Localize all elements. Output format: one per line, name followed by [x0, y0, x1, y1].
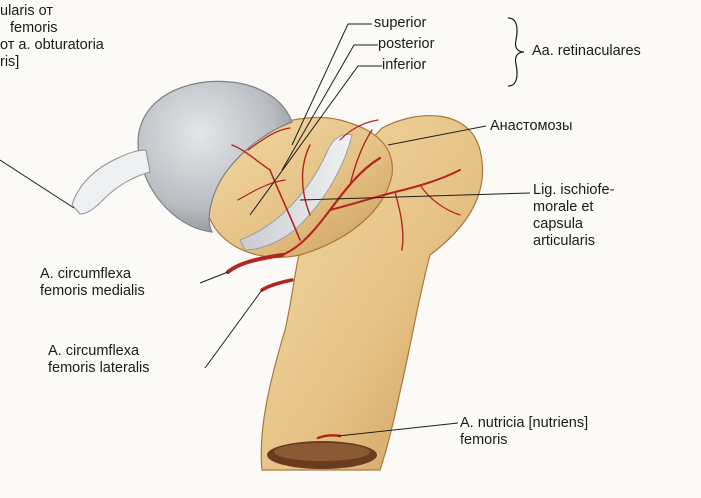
label-line: ris] [0, 54, 104, 71]
label-superior: superior [374, 15, 426, 32]
label-anastomoses: Анастомозы [490, 118, 572, 135]
label-line: articularis [533, 233, 614, 250]
label-line: ularis от [0, 3, 104, 20]
brace [508, 18, 524, 86]
ligamentum-capitis [72, 150, 150, 214]
label-obturatoria-branch: ularis от femoris от a. obturatoria ris] [0, 3, 104, 71]
label-line: femoris lateralis [48, 360, 150, 377]
label-line: от a. obturatoria [0, 37, 104, 54]
label-line: femoris medialis [40, 283, 145, 300]
label-line: Lig. ischiofe- [533, 182, 614, 199]
label-line: A. circumflexa [40, 266, 145, 283]
label-line: capsula [533, 216, 614, 233]
marrow-inner [274, 443, 370, 461]
label-inferior: inferior [382, 57, 426, 74]
label-nutricia: A. nutricia [nutriens] femoris [460, 415, 588, 449]
label-line: femoris [0, 20, 104, 37]
label-line: A. nutricia [nutriens] [460, 415, 588, 432]
label-line: morale et [533, 199, 614, 216]
label-circumflexa-medialis: A. circumflexa femoris medialis [40, 266, 145, 300]
label-retinaculares: Aa. retinaculares [532, 43, 641, 60]
label-ischiofemoral-ligament: Lig. ischiofe- morale et capsula articul… [533, 182, 614, 250]
label-posterior: posterior [378, 36, 434, 53]
label-line: A. circumflexa [48, 343, 150, 360]
label-line: femoris [460, 432, 588, 449]
label-circumflexa-lateralis: A. circumflexa femoris lateralis [48, 343, 150, 377]
